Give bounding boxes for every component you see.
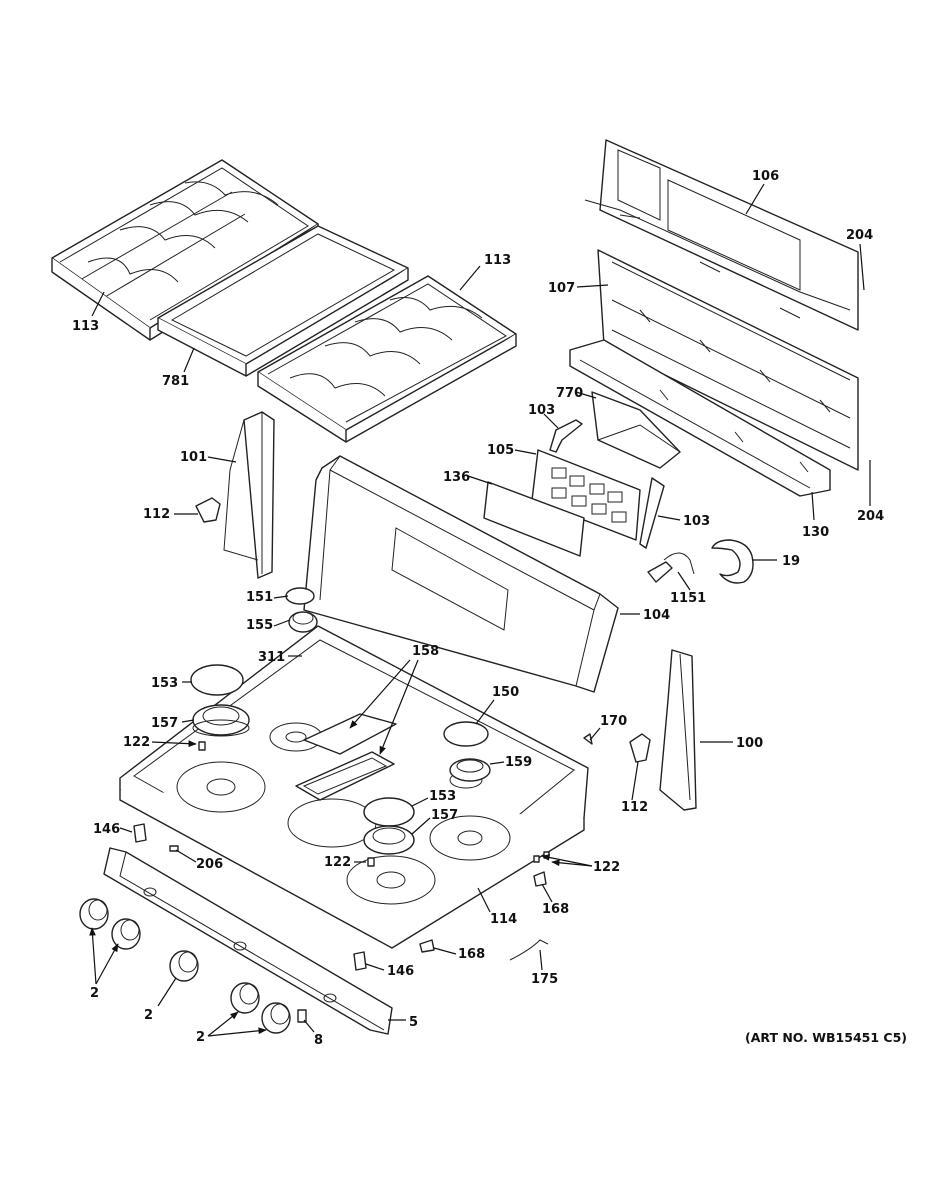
burner-cap-151: [285, 587, 315, 605]
callout-2-bottom: 2: [196, 1030, 205, 1045]
callout-107: 107: [548, 281, 575, 296]
control-bracket: [591, 391, 681, 469]
left-side-trim: [223, 411, 275, 579]
left-mount-bracket: [195, 497, 221, 523]
callout-151: 151: [246, 590, 273, 605]
callout-175: 175: [531, 972, 558, 987]
callout-112-left: 112: [143, 507, 170, 522]
callout-781: 781: [162, 374, 189, 389]
callout-19: 19: [782, 554, 800, 569]
callout-113-right: 113: [484, 253, 511, 268]
knob-1: [79, 898, 109, 930]
wire-ring-19: [711, 539, 754, 584]
burner-head-159: [449, 758, 491, 782]
bracket-upper: [549, 419, 583, 453]
callout-103-bottom: 103: [683, 514, 710, 529]
burner-head-155: [288, 611, 318, 633]
control-board: [531, 449, 641, 541]
callout-130: 130: [802, 525, 829, 540]
burner-cap-153-left: [190, 664, 244, 696]
callout-170: 170: [600, 714, 627, 729]
callout-157-center: 157: [431, 808, 458, 823]
callout-100: 100: [736, 736, 763, 751]
callout-155: 155: [246, 618, 273, 633]
callout-122-right: 122: [593, 860, 620, 875]
callout-113-left: 113: [72, 319, 99, 334]
knob-5: [261, 1002, 291, 1034]
callout-101: 101: [180, 450, 207, 465]
callout-158: 158: [412, 644, 439, 659]
right-side-trim: [659, 649, 697, 811]
art-number: (ART NO. WB15451 C5): [745, 1030, 907, 1045]
callout-122-center: 122: [324, 855, 351, 870]
callout-136: 136: [443, 470, 470, 485]
callout-8: 8: [314, 1033, 323, 1048]
bracket-lower: [639, 477, 665, 549]
callout-159: 159: [505, 755, 532, 770]
burner-head-157-left: [192, 704, 250, 737]
vent-trim: [569, 339, 831, 497]
right-mount-bracket: [629, 733, 651, 763]
rear-panel-upper: [584, 139, 859, 331]
callout-5: 5: [409, 1015, 418, 1030]
callout-2-left: 2: [90, 986, 99, 1001]
callout-1151: 1151: [670, 591, 706, 606]
callout-103-top: 103: [528, 403, 555, 418]
callout-168-right: 168: [542, 902, 569, 917]
callout-204-bottom: 204: [857, 509, 884, 524]
burner-cap-150: [443, 721, 489, 747]
callout-106: 106: [752, 169, 779, 184]
callout-153-center: 153: [429, 789, 456, 804]
callout-122-left: 122: [123, 735, 150, 750]
callout-105: 105: [487, 443, 514, 458]
leader-lines: [89, 183, 871, 1037]
callout-204-top: 204: [846, 228, 873, 243]
callout-311: 311: [258, 650, 285, 665]
knob-3: [169, 950, 199, 982]
callout-104: 104: [643, 608, 670, 623]
callout-labels: 113 781 113 106 204 107 770 103 105 136 …: [72, 169, 907, 1048]
manifold-panel: [103, 847, 393, 1035]
callout-112-right: 112: [621, 800, 648, 815]
callout-157-left: 157: [151, 716, 178, 731]
rear-panel-lower: [597, 249, 859, 471]
right-burner-grate: [257, 275, 517, 443]
burner-head-157-center: [363, 825, 415, 855]
knob-2: [111, 918, 141, 950]
callout-146-bottom: 146: [387, 964, 414, 979]
callout-206: 206: [196, 857, 223, 872]
knob-4: [230, 982, 260, 1014]
griddle: [157, 225, 409, 377]
callout-168-bottom: 168: [458, 947, 485, 962]
control-overlay: [483, 481, 585, 557]
callout-770: 770: [556, 386, 583, 401]
wire-harness-1151: [647, 552, 695, 583]
backguard: [303, 455, 619, 693]
burner-cap-153-center: [363, 797, 415, 827]
callout-150: 150: [492, 685, 519, 700]
callout-153-left: 153: [151, 676, 178, 691]
callout-146-left: 146: [93, 822, 120, 837]
callout-114: 114: [490, 912, 517, 927]
oval-burner: [295, 713, 397, 801]
callout-2-middle: 2: [144, 1008, 153, 1023]
